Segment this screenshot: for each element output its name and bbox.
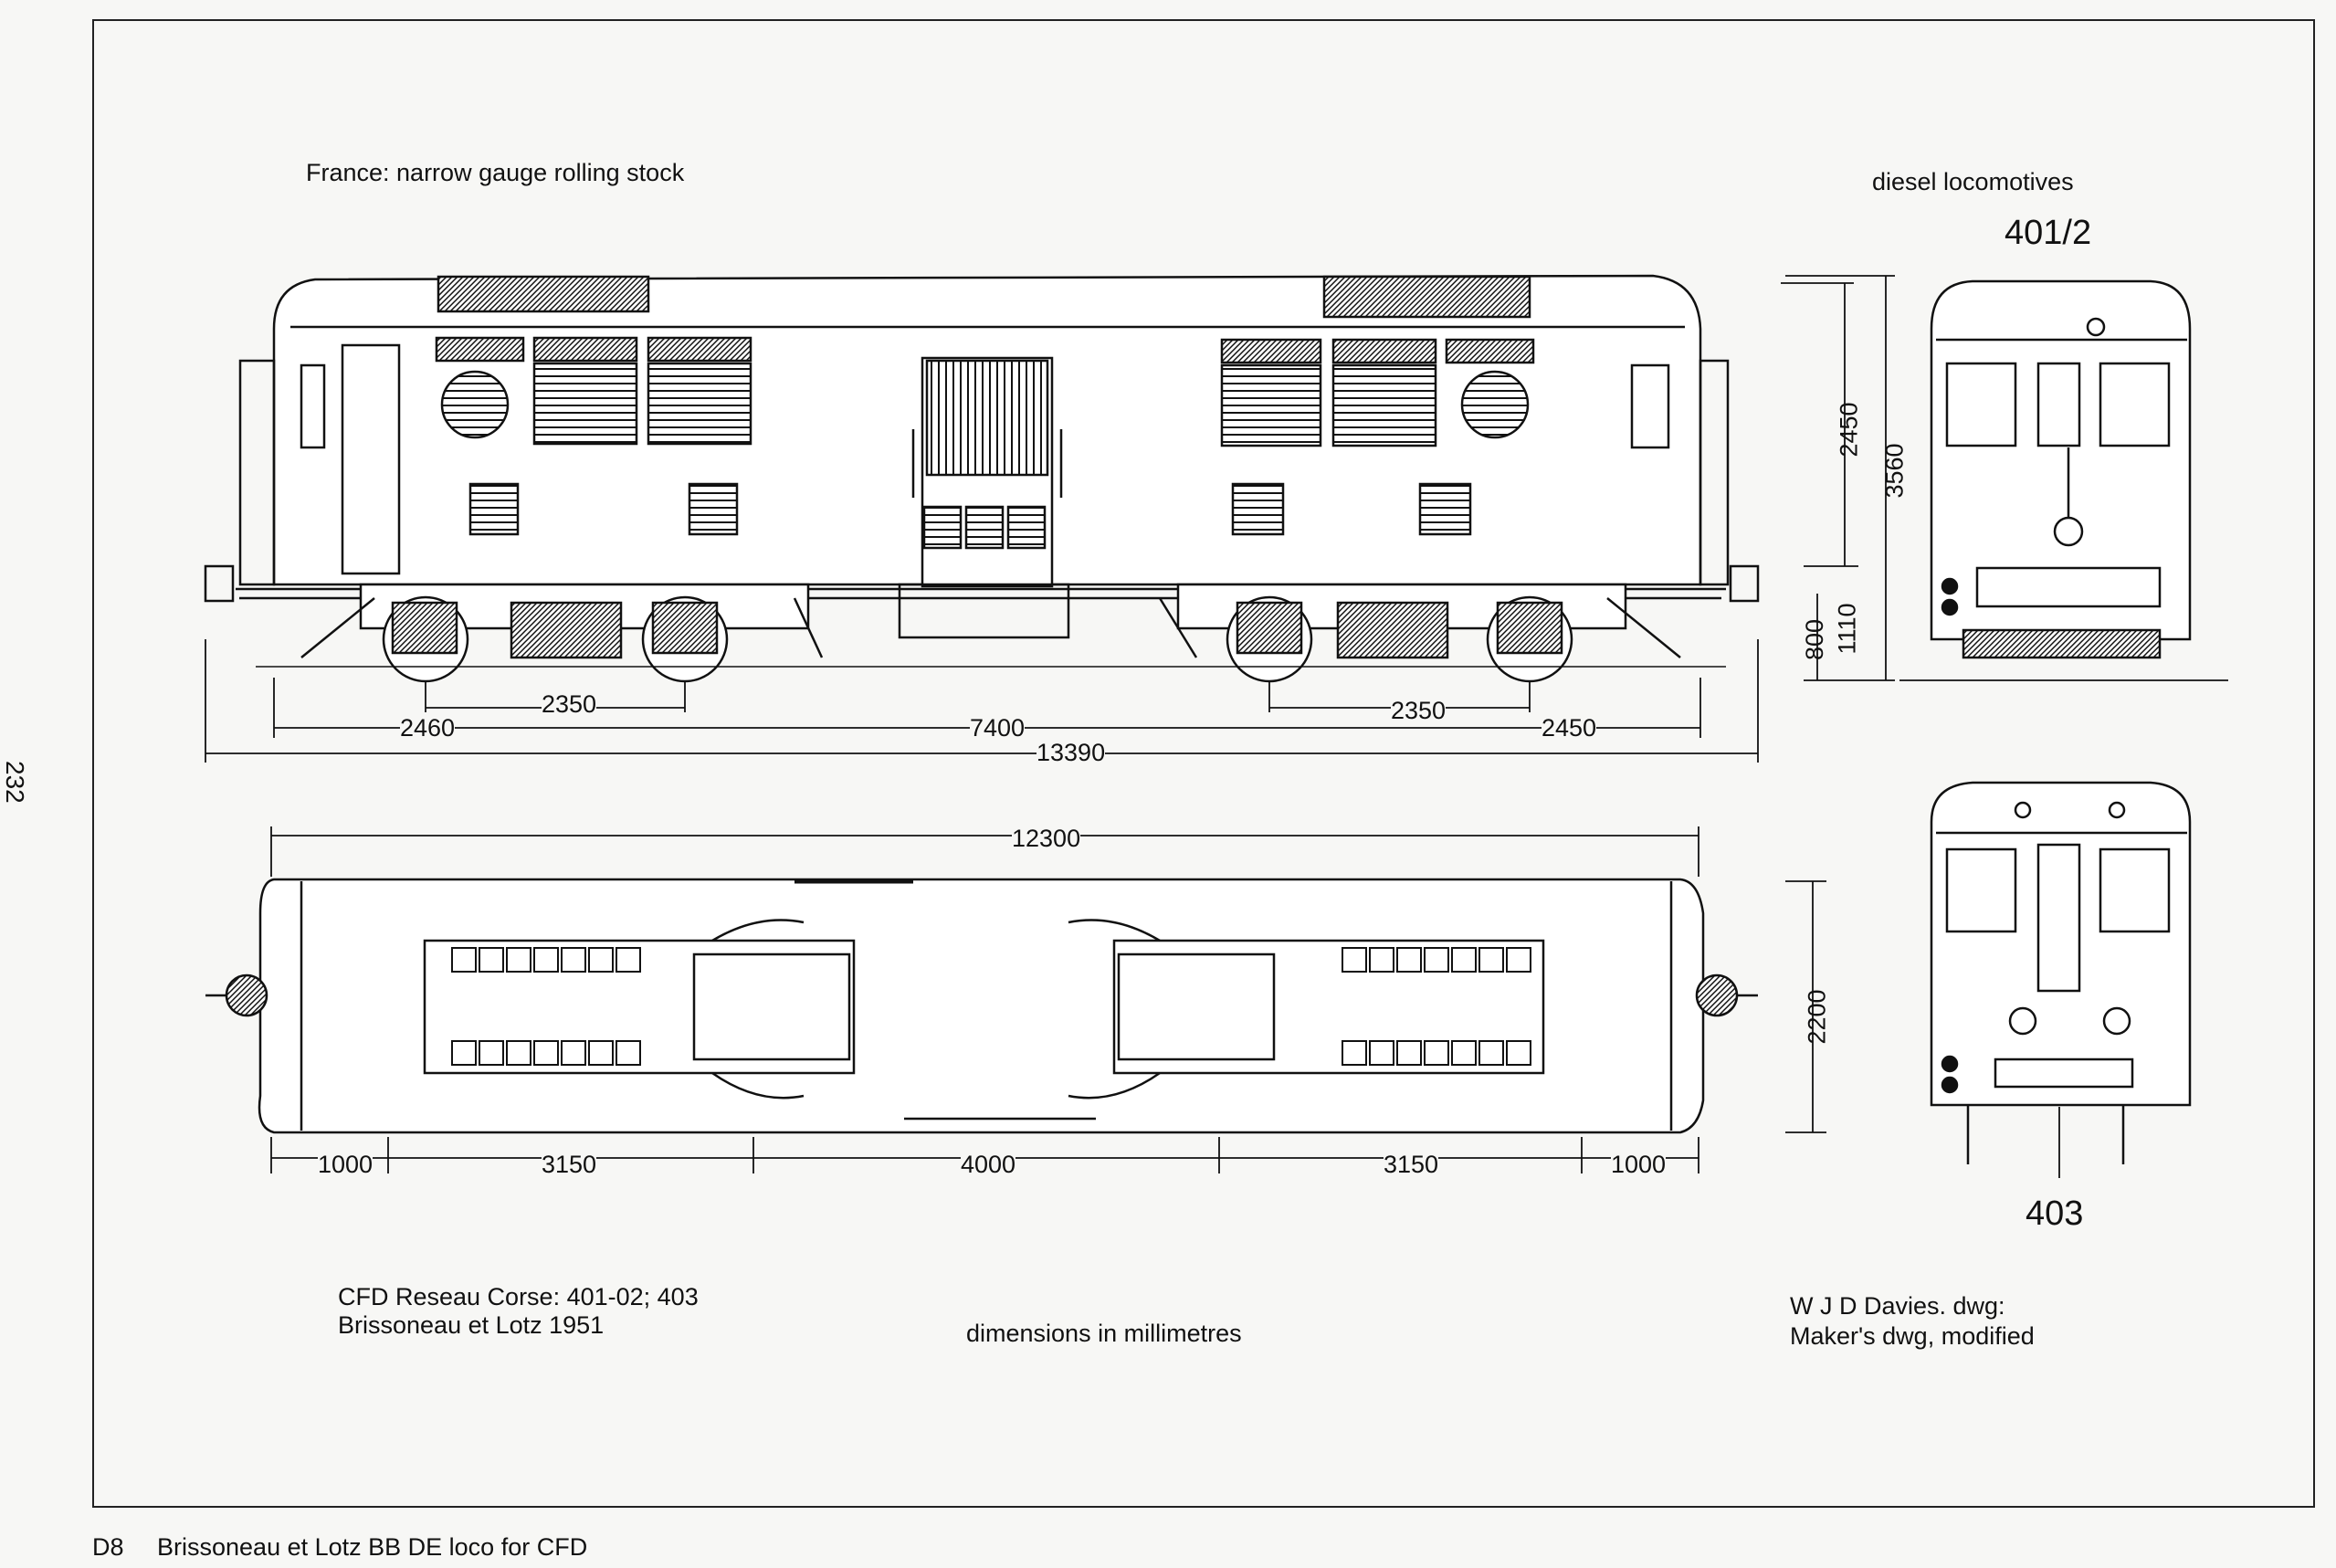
louvre-3 — [1220, 363, 1322, 447]
fan-grille-rear — [1460, 370, 1530, 439]
dim-buffer-height: 1110 — [1833, 603, 1861, 655]
buffer-front — [204, 564, 235, 603]
louvre-1 — [532, 362, 638, 446]
dim-overall-height: 3560 — [1880, 443, 1909, 499]
header-left: France: narrow gauge rolling stock — [306, 159, 685, 186]
dim-front-overhang: 2460 — [400, 714, 456, 742]
dim-plan-seg-5: 1000 — [1611, 1151, 1667, 1178]
side-elevation — [204, 274, 1760, 683]
dim-rear-overhang: 2450 — [1542, 714, 1597, 742]
side-dimension-lines — [205, 275, 1895, 763]
drawing-frame — [92, 19, 2315, 1508]
dim-floor-height: 800 — [1801, 618, 1829, 661]
dim-front-bogie-wheelbase: 2350 — [542, 690, 597, 718]
plan-view — [205, 878, 1758, 1134]
louvre-4 — [1331, 363, 1437, 447]
engine-rear — [1112, 939, 1545, 1075]
dim-rear-bogie-wheelbase: 2350 — [1391, 697, 1447, 724]
caption-credit-2: Maker's dwg, modified — [1790, 1322, 2035, 1350]
engine-front — [423, 939, 856, 1075]
page-number: 232 — [1, 761, 29, 804]
dim-plan-seg-3: 4000 — [961, 1151, 1016, 1178]
dim-plan-width: 2200 — [1803, 989, 1831, 1045]
class-number-401: 401/2 — [2005, 214, 2092, 252]
figure-title: Brissoneau et Lotz BB DE loco for CFD — [157, 1533, 588, 1561]
dim-plan-body-length: 12300 — [1012, 825, 1081, 852]
dim-length-over-buffers: 13390 — [1036, 739, 1106, 766]
cab-door-front — [341, 343, 401, 575]
louvre-2 — [647, 362, 752, 446]
class-number-403: 403 — [2026, 1194, 2084, 1233]
roof-vent-rear — [1322, 275, 1531, 319]
caption-units: dimensions in millimetres — [966, 1320, 1242, 1347]
side-window-rear — [1630, 363, 1670, 449]
roof-vent-front — [437, 275, 650, 313]
figure-code: D8 — [92, 1533, 124, 1561]
rear-bogie — [1158, 583, 1681, 683]
dim-plan-seg-4: 3150 — [1384, 1151, 1439, 1178]
dim-plan-seg-2: 3150 — [542, 1151, 597, 1178]
dim-plan-seg-1: 1000 — [318, 1151, 374, 1178]
fuel-tank — [898, 583, 1070, 639]
side-window-front — [300, 363, 326, 449]
buffer-rear — [1729, 564, 1760, 603]
caption-credit-1: W J D Davies. dwg: — [1790, 1292, 2005, 1320]
dim-bogie-centres: 7400 — [970, 714, 1026, 742]
dim-body-height: 2450 — [1835, 402, 1863, 458]
end-view-401 — [1899, 279, 2228, 681]
end-view-403 — [1930, 781, 2192, 1178]
header-right: diesel locomotives — [1872, 168, 2074, 195]
caption-line-1: CFD Reseau Corse: 401-02; 403 — [338, 1283, 699, 1310]
caption-line-2: Brissoneau et Lotz 1951 — [338, 1311, 605, 1339]
fan-grille-front — [440, 370, 510, 439]
front-bogie — [300, 583, 824, 683]
